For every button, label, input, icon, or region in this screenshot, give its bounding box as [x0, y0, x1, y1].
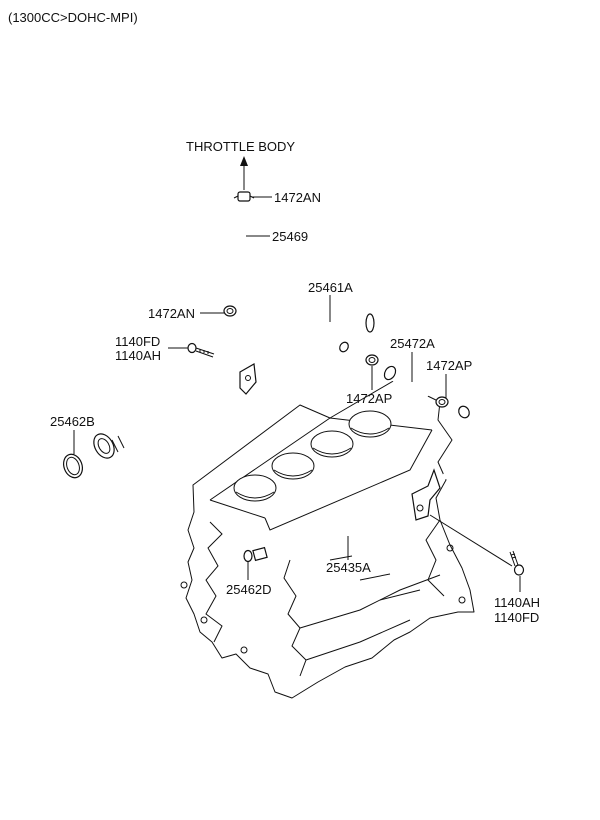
label-1140ah-right: 1140AH — [494, 595, 540, 610]
clamp-1472an-left — [223, 305, 237, 317]
bolt-left — [187, 342, 215, 358]
diagram-header: (1300CC>DOHC-MPI) — [8, 10, 138, 25]
gasket-25462b — [62, 453, 84, 479]
label-1472an-top: 1472AN — [274, 190, 321, 205]
label-25462b: 25462B — [50, 414, 95, 429]
label-1472ap-right: 1472AP — [426, 358, 472, 373]
clamp-1472ap-mid — [365, 354, 379, 366]
hose-25472a — [383, 365, 430, 398]
label-throttle-body: THROTTLE BODY — [186, 139, 295, 154]
label-1472ap-mid: 1472AP — [346, 391, 392, 406]
bolt-right — [509, 550, 525, 576]
clamp-1472ap-right — [435, 396, 449, 408]
label-25472a: 25472A — [390, 336, 435, 351]
engine-block — [180, 379, 475, 699]
label-25461a: 25461A — [308, 280, 353, 295]
return-pipe-25435a — [252, 405, 491, 562]
hose-25469 — [201, 208, 248, 302]
label-1140fd-left: 1140FD — [115, 334, 160, 349]
label-1472an-left: 1472AN — [148, 306, 195, 321]
label-25469: 25469 — [272, 229, 308, 244]
label-1140fd-right: 1140FD — [494, 610, 539, 625]
label-1140ah-left: 1140AH — [115, 348, 161, 363]
label-25462d: 25462D — [226, 582, 272, 597]
water-pipe-25461a — [93, 311, 375, 459]
o-ring-25462d — [243, 549, 253, 563]
clamp-1472an-top — [233, 191, 255, 202]
leader-lines — [73, 156, 521, 592]
label-25435a: 25435A — [326, 560, 371, 575]
